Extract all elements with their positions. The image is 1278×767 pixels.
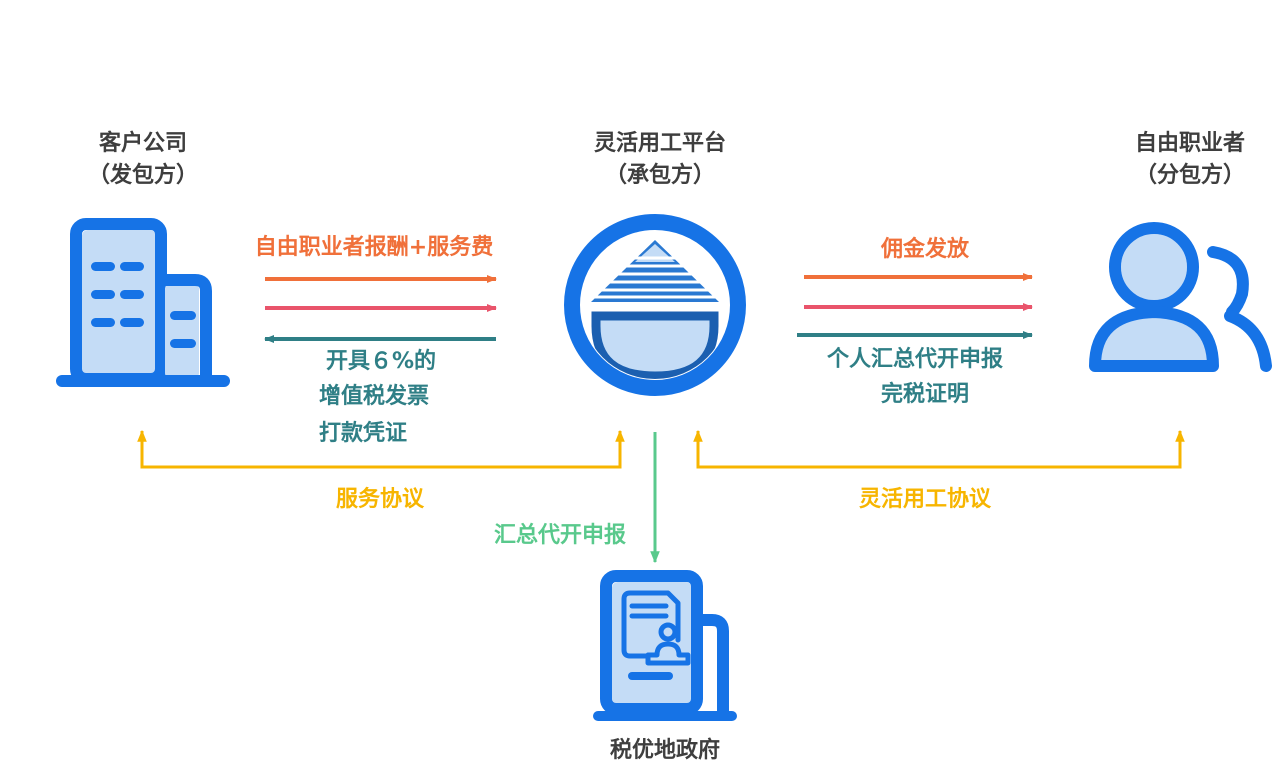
tax-docs-label-line: 完税证明 bbox=[880, 382, 969, 407]
government-title: 税优地政府 bbox=[609, 738, 720, 763]
tax-docs-label-line: 个人汇总代开申报 bbox=[826, 347, 1003, 372]
tax-filing-label: 汇总代开申报 bbox=[493, 523, 626, 548]
government-building-icon bbox=[593, 570, 737, 721]
flexible-agreement-label: 灵活用工协议 bbox=[858, 487, 991, 512]
invoice-label-line: 开具６%的 bbox=[326, 349, 437, 374]
service-agreement-connector bbox=[137, 429, 625, 469]
invoice-label-line: 打款凭证 bbox=[319, 421, 408, 446]
freelancer-role: （分包方） bbox=[1134, 163, 1245, 188]
platform-logo-icon bbox=[564, 214, 746, 396]
service-agreement-label: 服务协议 bbox=[335, 487, 424, 512]
client-title: 客户公司 bbox=[98, 131, 187, 156]
invoice-label-line: 增值税发票 bbox=[319, 384, 430, 409]
users-icon bbox=[1089, 222, 1272, 372]
platform-role: （承包方） bbox=[604, 163, 715, 188]
payment-label: 自由职业者报酬+服务费 bbox=[254, 235, 494, 260]
platform-title: 灵活用工平台 bbox=[593, 131, 726, 156]
flexible-agreement-connector bbox=[693, 429, 1185, 469]
freelancer-title: 自由职业者 bbox=[1134, 131, 1245, 156]
commission-label: 佣金发放 bbox=[880, 237, 969, 262]
client-role: （发包方） bbox=[87, 163, 198, 188]
office-building-icon bbox=[56, 218, 230, 387]
